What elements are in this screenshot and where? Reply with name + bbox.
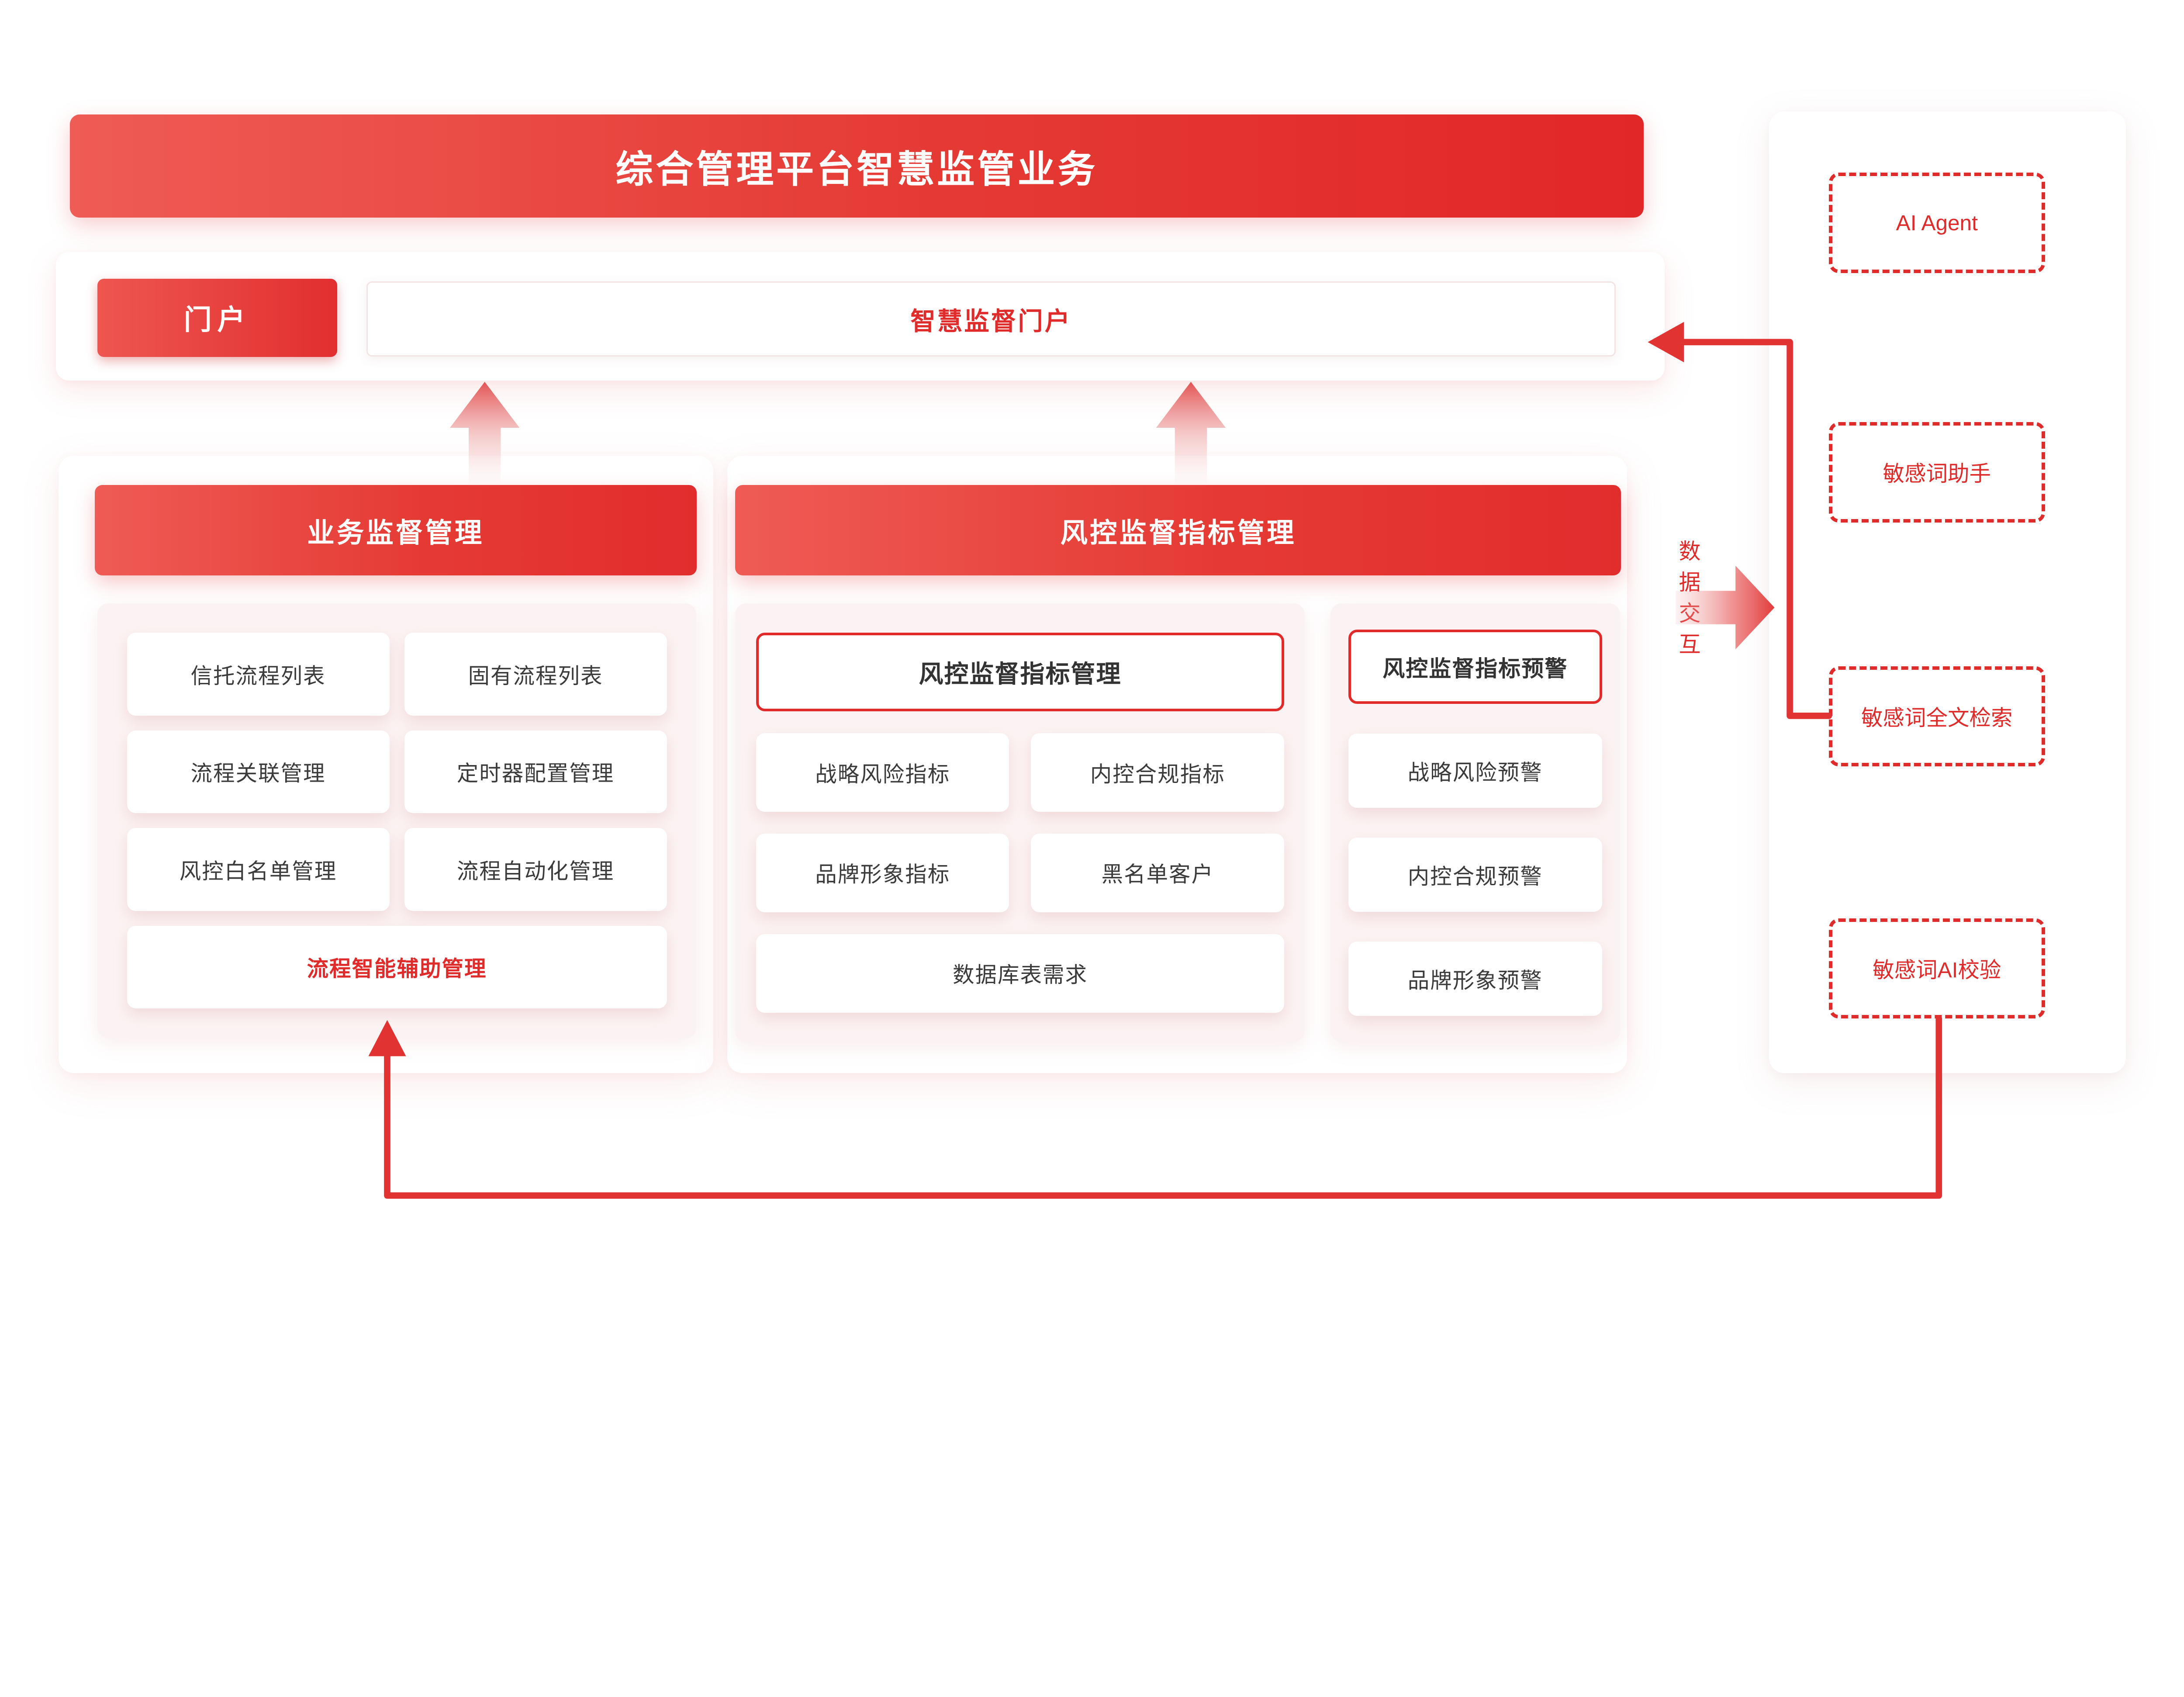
diagram-canvas: 综合管理平台智慧监管业务 门户 智慧监督门户 业务监督管理 信托流程列表 固有流… [69,114,2045,1199]
page-title: 综合管理平台智慧监管业务 [615,149,1098,191]
business-item-flow-automation: 流程自动化管理 [404,828,667,911]
business-item-timer-config: 定时器配置管理 [404,730,667,814]
sensitive-word-ai-check-label: 敏感词AI校验 [1873,958,2001,983]
ai-agent-label: AI Agent [1896,211,1978,235]
indicator-strategic-risk: 战略风险指标 [756,733,1009,812]
sensitive-word-assistant-box: 敏感词助手 [1829,422,2045,523]
business-item-smart-assist: 流程智能辅助管理 [127,925,667,1009]
warning-strategic-risk: 战略风险预警 [1348,733,1602,808]
indicator-blacklist-customer: 黑名单客户 [1031,834,1284,912]
portal-link-box: 智慧监督门户 [366,281,1616,357]
business-item-trust-flow-list: 信托流程列表 [127,633,390,716]
indicator-brand-image: 品牌形象指标 [756,834,1009,912]
data-exchange-label: 数据交互 [1676,539,1700,664]
warning-brand-image: 品牌形象预警 [1348,941,1602,1016]
risk-indicator-title-box: 风控监督指标管理 [756,633,1284,712]
business-section-header: 业务监督管理 [95,485,697,576]
business-item-whitelist: 风控白名单管理 [127,828,390,911]
page-title-banner: 综合管理平台智慧监管业务 [69,114,1644,218]
risk-indicator-panel: 风控监督指标管理 战略风险指标 内控合规指标 品牌形象指标 黑名单客户 数据库表… [735,603,1305,1042]
business-item-flow-relation: 流程关联管理 [127,730,390,814]
risk-warning-panel: 风控监督指标预警 战略风险预警 内控合规预警 品牌形象预警 [1330,603,1620,1042]
business-item-inherent-flow-list: 固有流程列表 [404,633,667,716]
sensitive-word-fulltext-search-label: 敏感词全文检索 [1861,706,2013,730]
indicator-internal-compliance: 内控合规指标 [1031,733,1284,812]
portal-link-label: 智慧监督门户 [910,308,1072,336]
risk-warning-title-box: 风控监督指标预警 [1348,629,1602,704]
warning-internal-compliance: 内控合规预警 [1348,837,1602,912]
portal-tab-label: 门户 [183,304,251,336]
business-section-title: 业务监督管理 [307,518,484,549]
portal-tab: 门户 [97,278,337,357]
sensitive-word-assistant-label: 敏感词助手 [1883,462,1991,486]
ai-agent-box: AI Agent [1829,173,2045,273]
risk-section-title: 风控监督指标管理 [1060,518,1296,549]
sensitive-word-fulltext-search-box: 敏感词全文检索 [1829,666,2045,767]
indicator-db-table-demand: 数据库表需求 [756,934,1284,1013]
sensitive-word-ai-check-box: 敏感词AI校验 [1829,918,2045,1019]
business-items-panel: 信托流程列表 固有流程列表 流程关联管理 定时器配置管理 风控白名单管理 流程自… [97,603,696,1038]
risk-section-header: 风控监督指标管理 [735,485,1621,576]
